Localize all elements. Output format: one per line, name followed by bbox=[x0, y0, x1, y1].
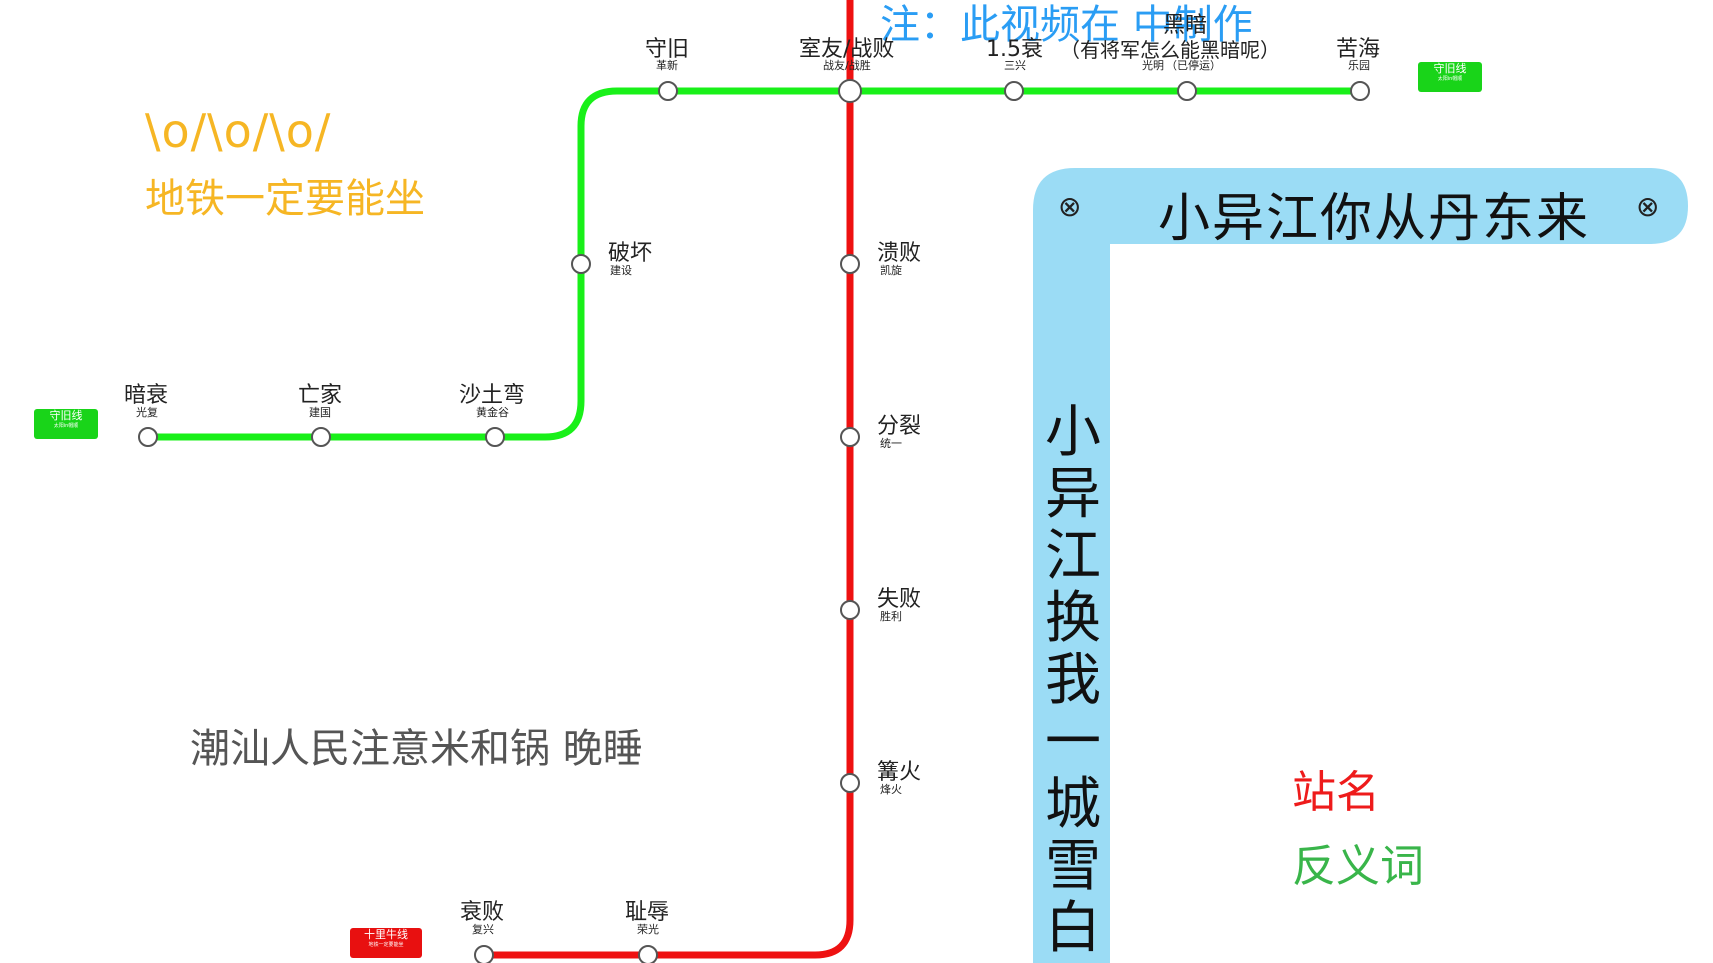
station-name: 篝火 bbox=[877, 760, 922, 785]
station-antonym: 建设 bbox=[610, 264, 632, 277]
station-antonym: 烽火 bbox=[880, 783, 902, 796]
banner-horizontal-text: 小异江你从丹东来 bbox=[1158, 189, 1591, 249]
slogan-line-2: 地铁一定要能坐 bbox=[145, 176, 425, 222]
station-marker[interactable] bbox=[571, 254, 591, 274]
station-antonym: 黄金谷 bbox=[476, 406, 509, 419]
station-marker[interactable] bbox=[840, 427, 860, 447]
red-line-track bbox=[476, 0, 854, 959]
station-marker-interchange[interactable] bbox=[838, 79, 862, 103]
station-marker[interactable] bbox=[1350, 81, 1370, 101]
legend-station: 站名 bbox=[1292, 767, 1380, 818]
banner-icon-right: ⊗ bbox=[1636, 190, 1660, 223]
station-marker[interactable] bbox=[138, 427, 158, 447]
station-antonym-extra: （已停运） bbox=[1166, 59, 1221, 72]
station-antonym: 凯旋 bbox=[880, 264, 902, 277]
station-marker[interactable] bbox=[840, 600, 860, 620]
station-name: 失败 bbox=[877, 587, 922, 612]
station-antonym: 三兴 bbox=[1004, 59, 1026, 72]
banner-frame bbox=[1033, 168, 1688, 963]
station-name: 守旧 bbox=[645, 37, 690, 62]
station-marker[interactable] bbox=[638, 945, 658, 963]
station-marker[interactable] bbox=[485, 427, 505, 447]
station-antonym: 荣光 bbox=[637, 923, 659, 936]
station-antonym: 复兴 bbox=[472, 923, 494, 936]
banner-char: 小 bbox=[1045, 400, 1101, 465]
station-antonym: 乐园 bbox=[1348, 59, 1370, 72]
station-marker[interactable] bbox=[474, 945, 494, 963]
station-marker[interactable] bbox=[1004, 81, 1024, 101]
station-name: 耻辱 bbox=[625, 900, 670, 925]
station-name: 黑暗 bbox=[1163, 13, 1208, 38]
slogan-line-1: \o/\o/\o/ bbox=[145, 104, 332, 158]
station-name: 苦海 bbox=[1336, 37, 1381, 62]
green-station-markers bbox=[138, 79, 1370, 447]
station-antonym: 光明 bbox=[1142, 59, 1164, 72]
chaoshan-notice: 潮汕人民注意米和锅 晚睡 bbox=[190, 726, 643, 772]
banner-icon-left: ⊗ bbox=[1058, 190, 1082, 223]
station-marker[interactable] bbox=[311, 427, 331, 447]
station-antonym: 战友/战胜 bbox=[823, 59, 871, 72]
station-marker[interactable] bbox=[658, 81, 678, 101]
banner-char: 异 bbox=[1045, 462, 1101, 527]
station-antonym: 光复 bbox=[136, 406, 158, 419]
station-antonym: 革新 bbox=[656, 59, 678, 72]
station-name: 沙土弯 bbox=[459, 383, 526, 408]
line-badge-red[interactable]: 十里牛线 地铁一定要能坐 bbox=[350, 928, 422, 958]
station-name: 溃败 bbox=[877, 241, 922, 266]
station-name-extra: （有将军怎么能黑暗呢） bbox=[1060, 38, 1280, 62]
station-name: 暗衰 bbox=[124, 383, 169, 408]
station-name: 衰败 bbox=[460, 900, 505, 925]
banner-char: 城 bbox=[1045, 772, 1101, 837]
station-antonym: 胜利 bbox=[880, 610, 902, 623]
legend-antonym: 反义词 bbox=[1292, 841, 1424, 892]
banner-char: 白 bbox=[1045, 896, 1101, 961]
station-antonym: 建国 bbox=[309, 406, 331, 419]
station-name: 亡家 bbox=[298, 383, 343, 408]
banner-char: 一 bbox=[1045, 710, 1101, 775]
banner-char: 江 bbox=[1045, 524, 1101, 589]
banner-char: 雪 bbox=[1045, 834, 1101, 899]
red-station-markers bbox=[474, 254, 860, 963]
banner-char: 换 bbox=[1045, 586, 1101, 651]
station-marker[interactable] bbox=[840, 254, 860, 274]
banner-vertical-text: 小 异 江 换 我 一 城 雪 白 bbox=[1043, 402, 1103, 960]
production-note: 注：此视频在 中制作 bbox=[880, 2, 1253, 48]
station-name: 分裂 bbox=[877, 414, 922, 439]
station-name: 破坏 bbox=[608, 241, 653, 266]
banner-char: 我 bbox=[1045, 648, 1101, 713]
station-antonym: 统一 bbox=[880, 437, 902, 450]
line-badge-green-left[interactable]: 守旧线 太阳in帽顺 bbox=[34, 409, 98, 439]
station-marker[interactable] bbox=[1177, 81, 1197, 101]
line-badge-green-right[interactable]: 守旧线 太阳in帽顺 bbox=[1418, 62, 1482, 92]
station-marker[interactable] bbox=[840, 773, 860, 793]
station-name: 1.5衰 bbox=[986, 37, 1043, 62]
station-name: 室友/战败 bbox=[799, 37, 895, 62]
